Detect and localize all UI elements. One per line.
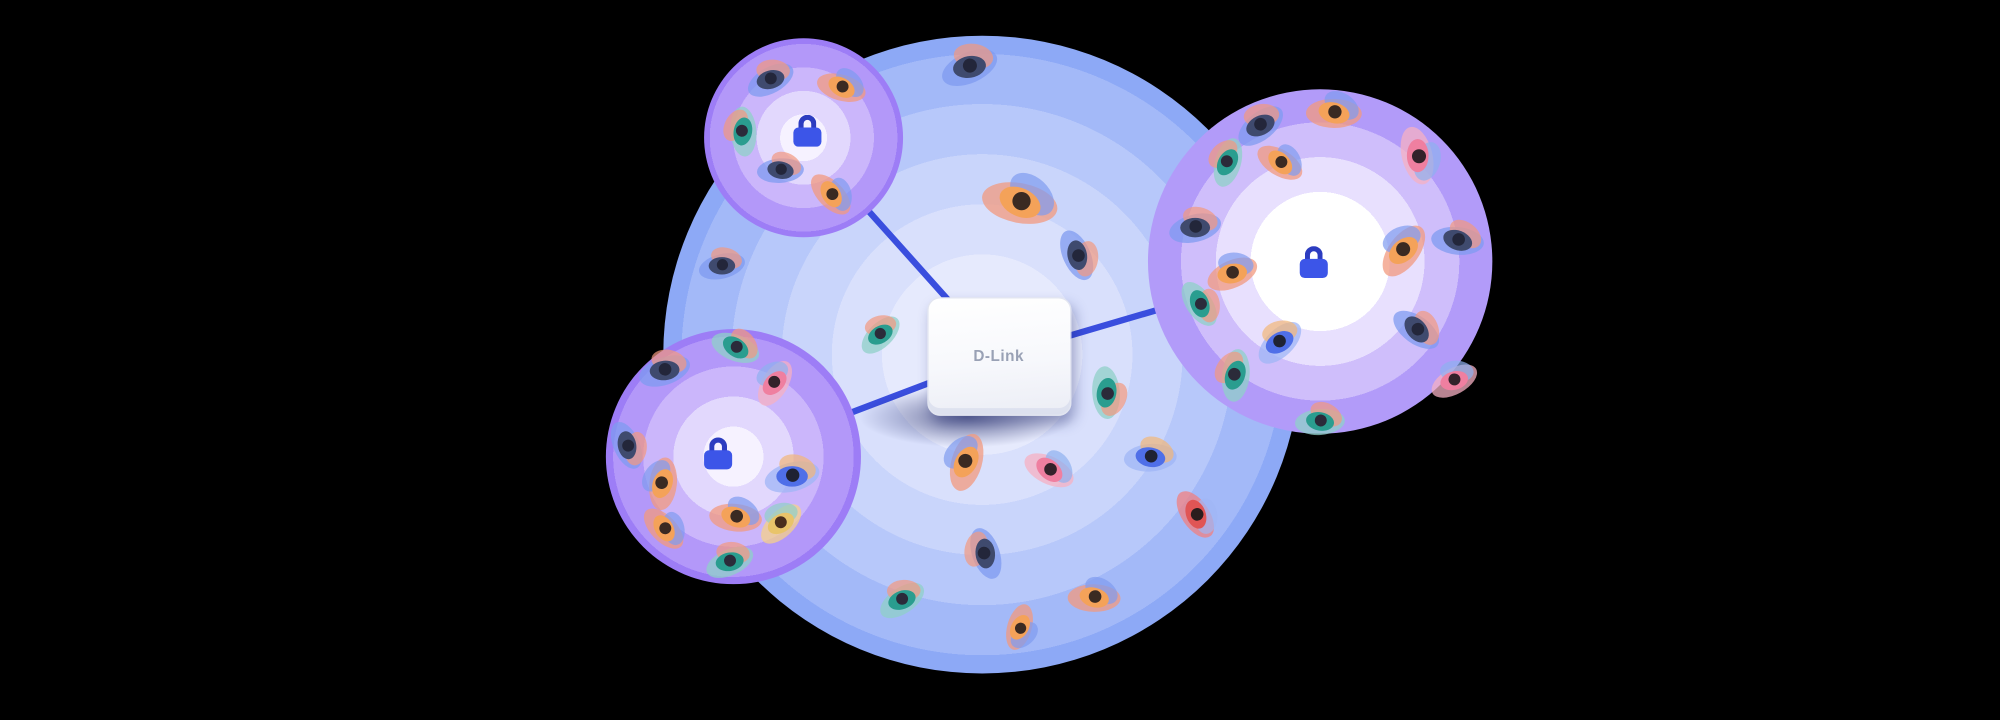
person-figure <box>635 345 695 396</box>
person-figure <box>935 36 1004 97</box>
person-figure <box>870 570 934 629</box>
person-head <box>1189 220 1203 233</box>
person-figure <box>849 304 912 364</box>
person-figure <box>800 161 864 228</box>
person-figure <box>1423 352 1484 407</box>
person-head <box>716 259 729 271</box>
person-figure <box>1300 81 1369 143</box>
person-figure <box>1119 429 1181 484</box>
node-body <box>793 127 822 147</box>
person-figure <box>1424 209 1491 271</box>
person-figure <box>1165 480 1227 547</box>
person-head <box>1411 149 1427 164</box>
person-figure <box>1014 434 1086 505</box>
blue-node-icon <box>791 114 824 148</box>
node-body <box>704 450 733 470</box>
node-shackle <box>1304 246 1323 263</box>
person-figure <box>753 145 808 194</box>
person-figure <box>761 449 823 500</box>
person-figure <box>1291 395 1350 447</box>
person-figure <box>928 422 1003 501</box>
access-point-device: D-Link <box>926 296 1071 416</box>
node-shackle <box>709 437 728 455</box>
node-shackle <box>798 114 817 132</box>
blue-node-icon <box>702 437 735 470</box>
person-figure <box>1382 293 1453 365</box>
node-body <box>1299 258 1328 279</box>
person-figure <box>1062 568 1127 627</box>
person-figure <box>1393 123 1446 188</box>
person-figure <box>990 596 1050 659</box>
person-figure <box>1080 362 1135 424</box>
person-figure <box>808 55 875 119</box>
person-figure <box>1166 202 1225 250</box>
person-figure <box>696 243 748 286</box>
person-figure <box>740 51 801 106</box>
device-brand-label: D-Link <box>973 346 1025 365</box>
person-figure <box>700 535 759 587</box>
person-figure <box>1050 224 1105 286</box>
blue-node-icon <box>1297 246 1330 279</box>
person-figure <box>959 524 1010 583</box>
person-head <box>786 468 800 482</box>
